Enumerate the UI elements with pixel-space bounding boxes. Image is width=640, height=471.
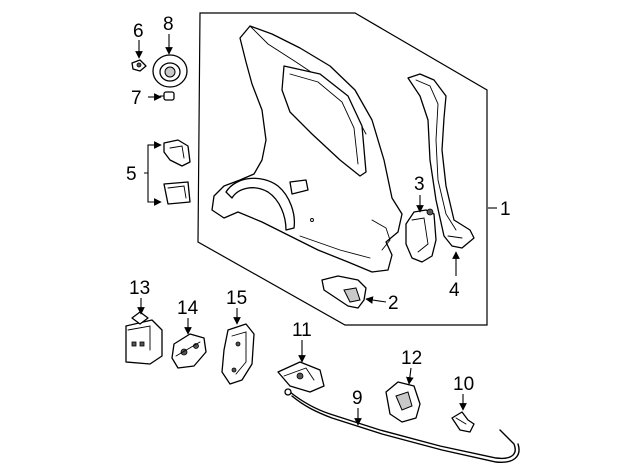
release-lever-part <box>277 361 325 393</box>
leader-5 <box>144 144 161 202</box>
leader-2 <box>365 296 387 304</box>
release-cable-part <box>284 388 520 463</box>
lower-extension <box>321 275 367 309</box>
leader-12 <box>406 367 414 385</box>
callout-4: 4 <box>449 280 460 301</box>
callout-15: 15 <box>226 288 247 309</box>
callout-5: 5 <box>126 164 137 185</box>
callout-11: 11 <box>292 320 312 341</box>
quarter-panel <box>211 25 403 273</box>
callout-7: 7 <box>131 88 142 109</box>
clip-part <box>131 59 147 72</box>
fuel-housing-part <box>152 54 188 88</box>
actuator-part <box>171 333 207 369</box>
cover-part <box>385 381 421 423</box>
callout-8: 8 <box>163 14 174 35</box>
mount-bracket-part <box>221 323 255 385</box>
retainer-part <box>451 411 475 433</box>
fuel-lid-parts <box>163 139 191 205</box>
callout-1: 1 <box>500 199 511 220</box>
callout-12: 12 <box>401 348 422 369</box>
callout-10: 10 <box>453 374 474 395</box>
callout-14: 14 <box>177 298 199 319</box>
housing-bracket <box>405 208 437 263</box>
callout-2: 2 <box>388 293 399 314</box>
pillar-part <box>407 73 475 249</box>
callout-3: 3 <box>414 174 425 195</box>
bolt-part <box>159 91 175 101</box>
callout-9: 9 <box>352 388 363 409</box>
assembly-outline <box>197 12 488 326</box>
callout-13: 13 <box>129 278 150 299</box>
callout-6: 6 <box>133 21 144 42</box>
lock-block-part <box>125 311 163 365</box>
